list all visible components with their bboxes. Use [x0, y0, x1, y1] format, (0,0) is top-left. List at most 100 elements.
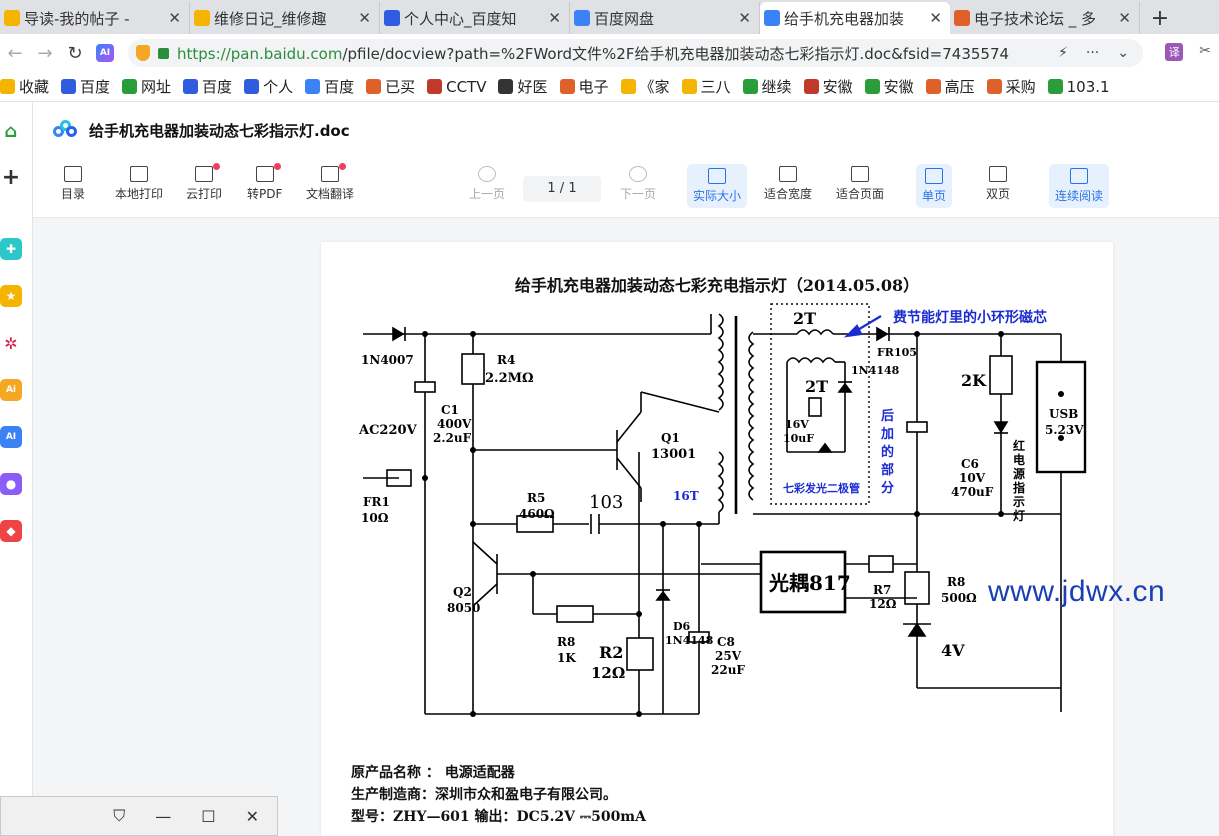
bookmark-favicon-icon [559, 79, 575, 94]
single-page-button[interactable]: 单页 [916, 164, 953, 208]
circuit-schematic: 1N4007 AC220V C1 400V 2.2uF FR1 10Ω R4 2… [358, 303, 1087, 717]
label-16t: 16T [673, 489, 699, 503]
close-icon[interactable]: ✕ [168, 9, 181, 27]
document-canvas[interactable]: 给手机充电器加装动态七彩充电指示灯（2014.05.08） [33, 218, 1219, 836]
bookmark-item[interactable]: 继续 [742, 76, 792, 97]
chevron-right-icon [629, 166, 647, 182]
tab-title: 维修日记_维修趣 [214, 9, 327, 28]
continuous-read-button[interactable]: 连续阅读 [1049, 164, 1110, 208]
ai-chat-icon[interactable]: Ai [0, 379, 22, 401]
label-4v: 4V [941, 641, 965, 660]
bookmark-item[interactable]: 好医 [498, 76, 548, 97]
translate-doc-button[interactable]: 文档翻译 [306, 163, 354, 202]
close-icon[interactable]: ✕ [929, 9, 942, 27]
bookmark-item[interactable]: 百度 [183, 76, 232, 97]
schematic-footer: 原产品名称 ： 电源适配器 生产制造商：深圳市众和盈电子有限公司。 型号：ZHY… [351, 762, 646, 828]
add-icon[interactable]: + [1, 164, 21, 190]
back-icon[interactable]: ← [7, 42, 23, 64]
close-icon[interactable]: ✕ [1118, 9, 1131, 27]
bookmark-item[interactable]: 百度 [305, 76, 354, 97]
next-page-button[interactable]: 下一页 [620, 166, 656, 202]
bot-icon[interactable]: ● [0, 473, 22, 495]
document-header: 给手机充电器加装动态七彩指示灯.doc [33, 102, 1219, 158]
bookmark-item[interactable]: 网址 [122, 76, 171, 97]
browser-tab-0[interactable]: 导读-我的帖子 - ✕ [0, 2, 190, 34]
star-icon[interactable]: ★ [0, 285, 22, 307]
lightning-icon[interactable]: ⚡ [1058, 45, 1068, 61]
label-r7-b: 12Ω [869, 597, 897, 611]
url-field[interactable]: https://pan.baidu.com/pfile/docview?path… [128, 39, 1143, 67]
label-r7-a: R7 [873, 583, 891, 597]
label-c1-b: 400V [437, 417, 472, 431]
close-icon[interactable]: ✕ [358, 9, 371, 27]
translate-icon[interactable]: 译 [1165, 43, 1184, 61]
game-icon[interactable]: ◆ [0, 520, 22, 542]
close-icon[interactable]: ✕ [548, 9, 561, 27]
bookmark-item[interactable]: 已买 [366, 76, 415, 97]
security-shield-icon[interactable] [136, 45, 150, 61]
bookmark-favicon-icon [61, 79, 77, 94]
label-r5-b: 460Ω [519, 507, 555, 521]
label-c8-c: 22uF [711, 663, 745, 677]
bookmark-item[interactable]: 安徽 [864, 76, 914, 97]
to-pdf-button[interactable]: 转PDF [247, 163, 282, 202]
floating-window-controls: ⛉ — ☐ ✕ [0, 796, 278, 836]
bookmark-item[interactable]: 103.1 [1047, 78, 1110, 96]
home-icon[interactable]: ⌂ [4, 120, 18, 142]
plugin-icon[interactable]: ✚ [0, 238, 22, 260]
bookmark-item[interactable]: 高压 [925, 76, 975, 97]
minimize-icon[interactable]: — [155, 806, 172, 826]
pin-icon[interactable]: ⛉ [113, 806, 126, 825]
page-indicator[interactable]: 1 / 1 [523, 176, 601, 202]
more-icon[interactable]: ··· [1085, 45, 1100, 61]
network-icon[interactable]: ✲ [4, 333, 18, 353]
bookmark-item[interactable]: CCTV [427, 78, 486, 96]
browser-tab-3[interactable]: 百度网盘✕ [570, 2, 760, 34]
ai-icon[interactable]: AI [0, 426, 22, 448]
scissors-icon[interactable]: ✂ [1199, 43, 1211, 59]
new-tab-button[interactable]: + [1150, 5, 1170, 31]
bookmark-item[interactable]: 个人 [244, 76, 293, 97]
prev-page-button[interactable]: 上一页 [469, 166, 505, 202]
svg-text:加: 加 [880, 427, 894, 442]
baidu-cloud-icon [574, 10, 590, 26]
reload-icon[interactable]: ↻ [67, 42, 83, 64]
bookmark-item[interactable]: 安徽 [803, 76, 853, 97]
browser-tab-2[interactable]: 个人中心_百度知✕ [380, 2, 570, 34]
forward-icon[interactable]: → [37, 42, 53, 64]
chevron-down-icon[interactable]: ⌄ [1117, 45, 1129, 61]
bookmark-item[interactable]: 采购 [986, 76, 1036, 97]
ai-assistant-icon[interactable]: AI [90, 44, 120, 62]
browser-tab-1[interactable]: 维修日记_维修趣 ✕ [190, 2, 380, 34]
label-r2-a: R2 [599, 643, 623, 662]
cloud-print-button[interactable]: 云打印 [186, 163, 222, 202]
local-print-button[interactable]: 本地打印 [115, 166, 163, 202]
translate-icon [321, 163, 346, 182]
close-icon[interactable]: ✕ [738, 9, 751, 27]
bookmark-item[interactable]: 收藏 [0, 76, 49, 97]
label-r5-a: R5 [527, 491, 545, 505]
double-page-button[interactable]: 双页 [986, 166, 1010, 202]
fit-width-button[interactable]: 适合宽度 [764, 166, 812, 202]
bookmark-item[interactable]: 电子 [559, 76, 609, 97]
svg-text:灯: 灯 [1013, 508, 1025, 523]
bookmark-favicon-icon [620, 79, 636, 94]
browser-tab-4[interactable]: 给手机充电器加装✕ [760, 2, 950, 34]
bookmark-item[interactable]: 《家 [620, 76, 670, 97]
svg-text:分: 分 [881, 480, 894, 496]
toc-button[interactable]: 目录 [61, 166, 85, 202]
bookmark-item[interactable]: 百度 [61, 76, 110, 97]
schematic-title: 给手机充电器加装动态七彩充电指示灯（2014.05.08） [514, 276, 920, 295]
bookmark-item[interactable]: 三八 [681, 76, 731, 97]
close-icon[interactable]: ✕ [245, 806, 259, 826]
bookmark-favicon-icon [681, 79, 697, 94]
url-text[interactable]: https://pan.baidu.com/pfile/docview?path… [177, 44, 1010, 63]
actual-size-button[interactable]: 实际大小 [687, 164, 748, 208]
maximize-icon[interactable]: ☐ [201, 806, 216, 826]
document-title: 给手机充电器加装动态七彩指示灯.doc [89, 121, 350, 140]
address-bar: ← → ↻ AI https://pan.baidu.com/pfile/doc… [0, 34, 1219, 72]
fit-page-button[interactable]: 适合页面 [836, 166, 884, 202]
browser-tab-5[interactable]: 电子技术论坛 _ 多✕ [950, 2, 1140, 34]
label-2t-top: 2T [793, 309, 816, 328]
label-q1-b: 13001 [651, 447, 696, 462]
